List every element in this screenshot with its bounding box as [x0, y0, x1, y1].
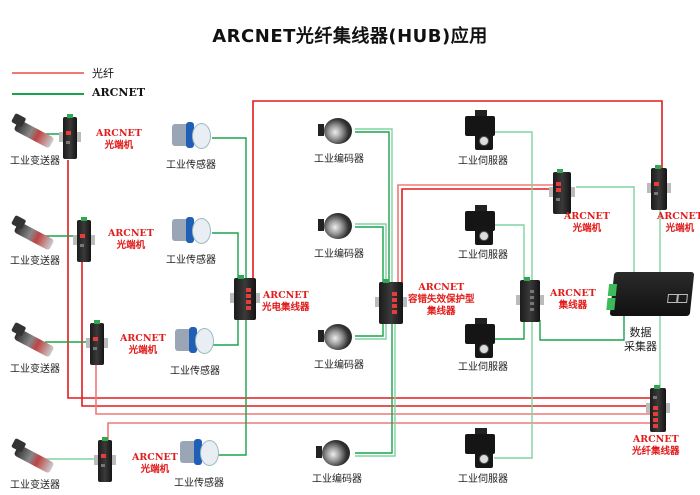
arcnet-line	[355, 223, 387, 284]
transmitter-label: 工业变送器	[10, 480, 60, 491]
fiber-converter-icon	[549, 169, 575, 214]
sensor-label: 工业传感器	[174, 478, 224, 489]
servo-icon	[465, 428, 495, 468]
arcnet-line	[355, 322, 384, 337]
fault-tolerant-hub-icon	[375, 279, 407, 324]
fiber-converter-icon	[94, 437, 116, 482]
arcnet-line	[355, 322, 393, 454]
arcnet-line	[576, 186, 635, 275]
sensor-icon	[172, 120, 211, 150]
arcnet-line	[355, 131, 390, 284]
sensor-icon	[172, 215, 211, 245]
encoder-label: 工业编码器	[314, 360, 364, 371]
encoder-label: 工业编码器	[314, 249, 364, 260]
servo-icon	[465, 205, 495, 245]
legend-fiber-swatch	[12, 72, 84, 74]
sensor-label: 工业传感器	[166, 160, 216, 171]
sensor-icon	[175, 325, 214, 355]
fiber-line	[95, 364, 654, 415]
arcnet-line	[355, 322, 396, 457]
legend-fiber-label: 光纤	[92, 67, 114, 80]
arcnet-line	[494, 320, 533, 459]
encoder-label: 工业编码器	[312, 474, 362, 485]
fiber-converter-icon	[59, 114, 81, 159]
servo-label: 工业伺服器	[458, 474, 508, 485]
arcnet-line	[494, 131, 533, 280]
fiber-converter-icon	[86, 320, 108, 365]
encoder-icon	[318, 118, 354, 144]
data-collector-icon	[606, 272, 695, 316]
fiber-line	[67, 160, 654, 399]
fiber-line	[107, 422, 654, 440]
arcnet-line	[355, 128, 393, 284]
fiber-converter-icon	[73, 217, 95, 262]
servo-label: 工业伺服器	[458, 250, 508, 261]
sensor-label: 工业传感器	[166, 255, 216, 266]
arcnet-line	[212, 320, 247, 456]
encoder-label: 工业编码器	[314, 154, 364, 165]
encoder-icon	[316, 440, 352, 466]
fiber-converter-icon	[647, 165, 671, 210]
fiber-line	[397, 184, 557, 284]
arcnet-line	[494, 320, 525, 340]
fiber-hub-icon	[646, 385, 670, 432]
sensor-label: 工业传感器	[170, 366, 220, 377]
servo-icon	[465, 318, 495, 358]
servo-label: 工业伺服器	[458, 156, 508, 167]
transmitter-label: 工业变送器	[10, 364, 60, 375]
encoder-icon	[318, 213, 354, 239]
arcnet-line	[494, 224, 525, 280]
fiber-line	[401, 188, 557, 284]
servo-label: 工业伺服器	[458, 362, 508, 373]
arcnet-line	[539, 308, 625, 341]
legend-arcnet-label: ARCNET	[92, 86, 146, 99]
arcnet-line	[212, 232, 239, 278]
diagram-title: ARCNET光纤集线器(HUB)应用	[212, 26, 488, 47]
legend-arcnet-swatch	[12, 93, 84, 95]
transmitter-label: 工业变送器	[10, 156, 60, 167]
fiber-line	[252, 100, 663, 278]
arcnet-line	[355, 226, 384, 284]
fiber-line	[81, 262, 654, 407]
arcnet-line	[212, 320, 239, 346]
sensor-icon	[180, 437, 219, 467]
data-collector-label: 数据采集器	[624, 326, 657, 353]
arcnet-line	[355, 322, 387, 340]
encoder-icon	[318, 324, 354, 350]
arcnet-hub-icon	[516, 277, 544, 322]
opto-hub-icon	[230, 275, 260, 320]
servo-icon	[465, 110, 495, 150]
transmitter-label: 工业变送器	[10, 256, 60, 267]
arcnet-line	[212, 137, 247, 278]
